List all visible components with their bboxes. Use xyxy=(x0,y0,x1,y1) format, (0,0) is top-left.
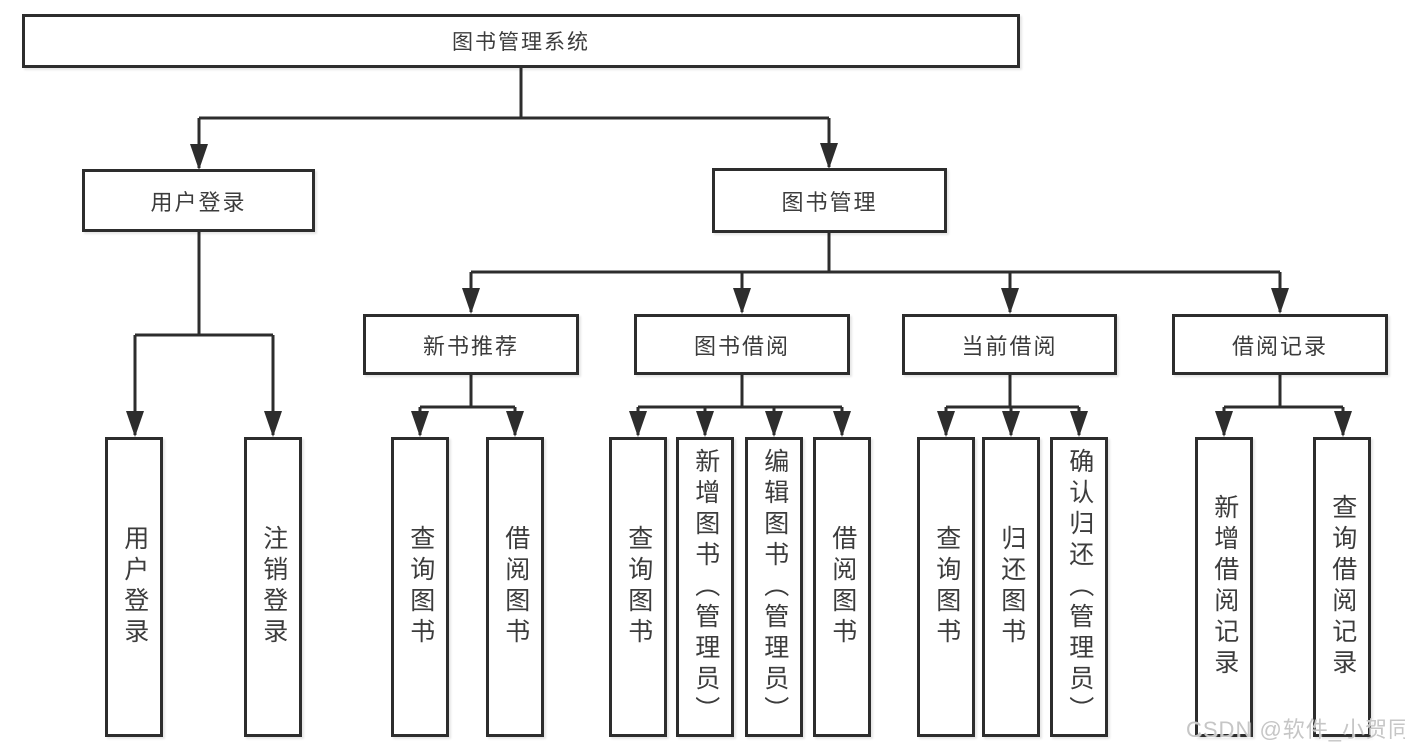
node-leaf-query-books-1: 查询图书 xyxy=(391,437,449,737)
arrow-down-icon xyxy=(411,411,429,437)
connector-new-book-branch xyxy=(418,375,517,435)
node-label: 确认归还（管理员） xyxy=(1065,447,1094,727)
arrow-down-icon xyxy=(1334,411,1352,437)
node-label: 图书管理 xyxy=(781,189,878,215)
connector-root-to-level1 xyxy=(197,68,831,168)
node-label: 新增图书（管理员） xyxy=(691,447,720,727)
node-book-borrow: 图书借阅 xyxy=(634,314,850,375)
node-label: 借阅图书 xyxy=(828,525,857,649)
arrow-down-icon xyxy=(462,288,480,314)
arrow-down-icon xyxy=(1215,411,1233,437)
node-label: 当前借阅 xyxy=(961,333,1058,359)
node-label: 新增借阅记录 xyxy=(1210,494,1239,680)
node-borrow-record: 借阅记录 xyxy=(1172,314,1388,375)
connector-book-management-branch xyxy=(469,233,1282,312)
node-leaf-edit-books-admin: 编辑图书（管理员） xyxy=(745,437,803,737)
node-leaf-confirm-return-admin: 确认归还（管理员） xyxy=(1050,437,1108,737)
node-label: 编辑图书（管理员） xyxy=(760,447,789,727)
node-label: 查询图书 xyxy=(406,525,435,649)
arrowhead-icons xyxy=(126,143,1352,437)
node-leaf-query-borrow-record: 查询借阅记录 xyxy=(1313,437,1371,737)
arrow-down-icon xyxy=(126,411,144,437)
node-label: 用户登录 xyxy=(120,525,149,649)
arrow-down-icon xyxy=(629,411,647,437)
arrow-down-icon xyxy=(733,288,751,314)
arrow-down-icon xyxy=(190,144,208,170)
arrow-down-icon xyxy=(264,411,282,437)
connector-user-login-branch xyxy=(133,232,275,435)
csdn-watermark: CSDN @软件_小贺同学 xyxy=(1186,717,1405,742)
arrow-down-icon xyxy=(820,143,838,169)
node-leaf-query-books-2: 查询图书 xyxy=(609,437,667,737)
node-label: 借阅记录 xyxy=(1231,333,1328,359)
arrow-down-icon xyxy=(765,411,783,437)
node-leaf-query-books-3: 查询图书 xyxy=(917,437,975,737)
arrow-down-icon xyxy=(506,411,524,437)
node-label: 用户登录 xyxy=(150,189,247,215)
connector-borrow-record-branch xyxy=(1222,375,1345,435)
node-user-login: 用户登录 xyxy=(82,169,315,232)
arrow-down-icon xyxy=(1002,411,1020,437)
node-label: 归还图书 xyxy=(997,525,1026,649)
node-leaf-borrow-books-2: 借阅图书 xyxy=(813,437,871,737)
node-label: 图书管理系统 xyxy=(452,31,590,54)
node-current-borrow: 当前借阅 xyxy=(902,314,1117,375)
arrow-down-icon xyxy=(1001,288,1019,314)
node-label: 借阅图书 xyxy=(501,525,530,649)
node-label: 新书推荐 xyxy=(422,333,519,359)
arrow-down-icon xyxy=(937,411,955,437)
node-leaf-logout: 注销登录 xyxy=(244,437,302,737)
arrow-down-icon xyxy=(1271,288,1289,314)
arrow-down-icon xyxy=(833,411,851,437)
node-book-management: 图书管理 xyxy=(712,168,947,233)
node-leaf-add-borrow-record: 新增借阅记录 xyxy=(1195,437,1253,737)
node-leaf-return-books: 归还图书 xyxy=(982,437,1040,737)
node-leaf-borrow-books-1: 借阅图书 xyxy=(486,437,544,737)
node-label: 查询图书 xyxy=(624,525,653,649)
node-leaf-user-login: 用户登录 xyxy=(105,437,163,737)
arrow-down-icon xyxy=(1070,411,1088,437)
node-library-management-system: 图书管理系统 xyxy=(22,14,1020,68)
node-leaf-add-books-admin: 新增图书（管理员） xyxy=(676,437,734,737)
node-label: 注销登录 xyxy=(259,525,288,649)
node-new-book-recommend: 新书推荐 xyxy=(363,314,579,375)
node-label: 查询图书 xyxy=(932,525,961,649)
arrow-down-icon xyxy=(696,411,714,437)
node-label: 查询借阅记录 xyxy=(1328,494,1357,680)
connector-book-borrow-branch xyxy=(636,375,844,435)
node-label: 图书借阅 xyxy=(693,333,790,359)
